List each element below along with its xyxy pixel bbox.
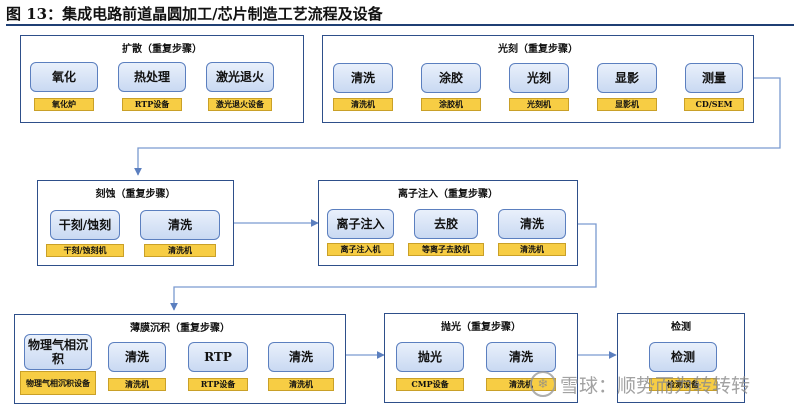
equipment-label: RTP设备: [188, 378, 248, 391]
panel-title: 扩散（重复步骤）: [122, 44, 202, 55]
step-clean: 清洗: [498, 209, 566, 239]
step-inspect: 检测: [649, 342, 717, 372]
snowball-logo-icon: ❄: [530, 371, 556, 397]
equipment-label: CD/SEM: [684, 98, 744, 111]
equipment-label: 显影机: [597, 98, 657, 111]
step-expose: 光刻: [509, 63, 569, 93]
step-clean: 清洗: [486, 342, 556, 372]
equipment-label: 激光退火设备: [208, 98, 272, 111]
step-polish: 抛光: [396, 342, 464, 372]
equipment-label: 涂胶机: [421, 98, 481, 111]
step-clean: 清洗: [268, 342, 334, 372]
watermark: ❄ 雪球：顺势而为转转转: [530, 370, 790, 398]
panel-title: 刻蚀（重复步骤）: [95, 189, 176, 200]
step-laser-anneal: 激光退火: [206, 62, 274, 92]
watermark-text: 雪球：顺势而为转转转: [560, 374, 751, 397]
equipment-label: 清洗机: [498, 243, 566, 256]
equipment-label: 干刻/蚀刻机: [46, 244, 124, 257]
equipment-label: 清洗机: [333, 98, 393, 111]
panel-title: 抛光（重复步骤）: [441, 322, 521, 333]
panel-title: 光刻（重复步骤）: [498, 44, 578, 55]
equipment-label: 物理气相沉积设备: [20, 371, 96, 395]
step-measure: 测量: [685, 63, 743, 93]
equipment-label: 清洗机: [108, 378, 166, 391]
step-strip: 去胶: [414, 209, 478, 239]
equipment-label: 等离子去胶机: [408, 243, 484, 256]
step-coat: 涂胶: [421, 63, 481, 93]
step-pvd: 物理气相沉积: [24, 334, 92, 370]
equipment-label: CMP设备: [396, 378, 464, 391]
step-develop: 显影: [597, 63, 657, 93]
panel-title: 检测: [671, 322, 691, 333]
step-ion-implant: 离子注入: [327, 209, 394, 239]
step-clean: 清洗: [140, 210, 220, 240]
panel-title: 薄膜沉积（重复步骤）: [130, 323, 230, 334]
equipment-label: 清洗机: [144, 244, 216, 257]
step-thermal: 热处理: [118, 62, 186, 92]
equipment-label: 光刻机: [509, 98, 569, 111]
step-clean: 清洗: [108, 342, 166, 372]
step-rtp: RTP: [188, 342, 248, 372]
equipment-label: 氧化炉: [34, 98, 94, 111]
equipment-label: 离子注入机: [327, 243, 394, 256]
panel-title: 离子注入（重复步骤）: [398, 189, 498, 200]
equipment-label: 清洗机: [268, 378, 334, 391]
step-dry-etch: 干刻/蚀刻: [50, 210, 120, 240]
equipment-label: 检测设备: [649, 378, 717, 391]
step-clean: 清洗: [333, 63, 393, 93]
equipment-label: RTP设备: [122, 98, 182, 111]
figure-title: 图 13：集成电路前道晶圆加工/芯片制造工艺流程及设备: [6, 2, 794, 26]
step-oxidation: 氧化: [30, 62, 98, 92]
